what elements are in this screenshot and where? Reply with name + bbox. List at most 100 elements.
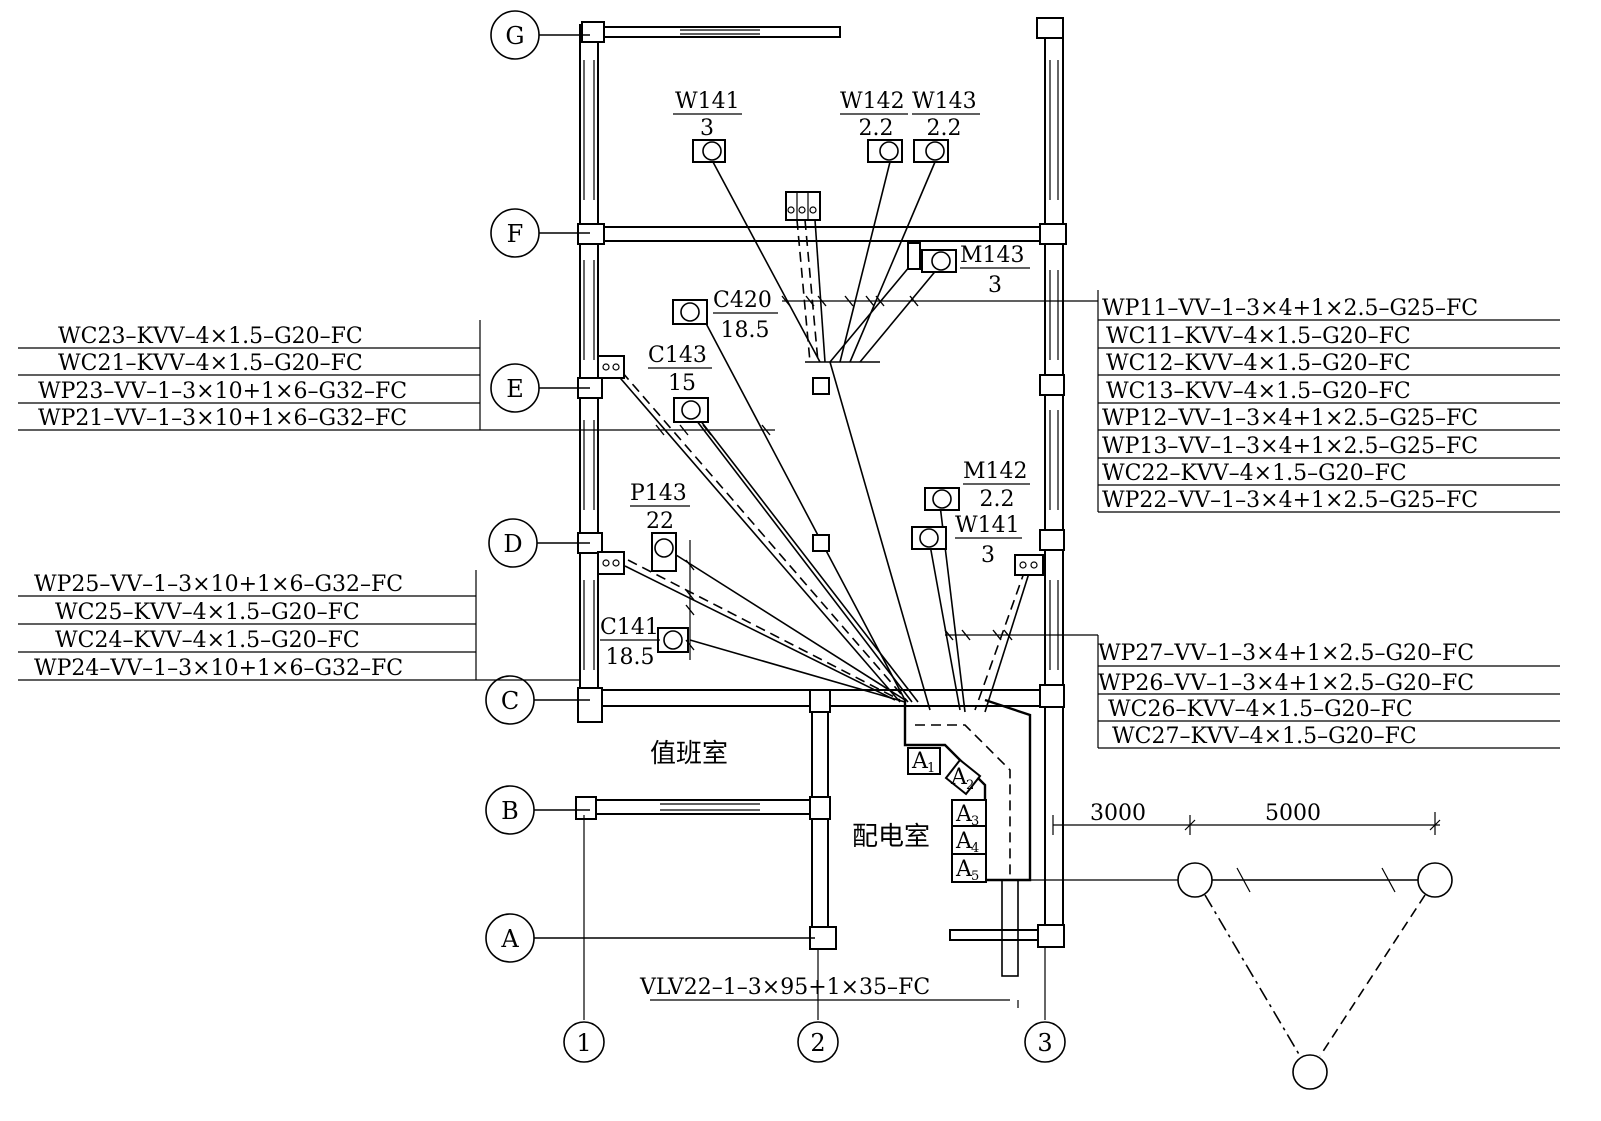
- svg-text:W141: W141: [675, 89, 740, 114]
- cable-wp12: WP12–VV–1–3×4+1×2.5–G25–FC: [1102, 406, 1478, 431]
- svg-text:M143: M143: [960, 243, 1025, 268]
- junction-box-1: [812, 377, 830, 395]
- cable-table-right-upper: WP11–VV–1–3×4+1×2.5–G25–FC WC11–KVV–4×1.…: [1097, 290, 1560, 513]
- cable-vlv22: VLV22–1–3×95+1×35–FC: [639, 975, 930, 1000]
- column-d3: [1039, 529, 1065, 551]
- cable-wc24: WC24–KVV–4×1.5–G20–FC: [55, 628, 360, 653]
- axis-row-e: E: [490, 363, 590, 413]
- svg-text:C141: C141: [600, 615, 659, 640]
- svg-text:2.2: 2.2: [927, 116, 962, 141]
- wall-row-a: [949, 929, 1051, 941]
- wall-axis-1: [579, 24, 599, 721]
- room-duty: 值班室: [650, 739, 728, 769]
- column-f3: [1039, 223, 1067, 245]
- cable-routes: [614, 161, 1032, 977]
- grounding-triangle: 3000 5000: [1052, 801, 1453, 1090]
- axis-label-d: D: [503, 530, 522, 558]
- svg-text:3: 3: [971, 814, 979, 829]
- cable-table-left-upper: WC23–KVV–4×1.5–G20–FC WC21–KVV–4×1.5–G20…: [18, 320, 600, 431]
- motor-w141-lower: W141 3: [911, 513, 1022, 568]
- svg-text:W142: W142: [840, 89, 905, 114]
- svg-text:P143: P143: [630, 481, 687, 506]
- room-distribution: 配电室: [852, 822, 930, 852]
- svg-text:2: 2: [966, 778, 974, 793]
- svg-text:3: 3: [700, 116, 714, 141]
- cable-wp22: WP22–VV–1–3×4+1×2.5–G25–FC: [1102, 488, 1478, 513]
- column-axes: 1 2 3: [563, 815, 1066, 1063]
- dimension-3000: 3000: [1090, 801, 1146, 826]
- motor-c420: C420 18.5: [672, 288, 778, 343]
- switch-m143: [907, 242, 921, 270]
- panel-a3: A 3: [951, 799, 987, 829]
- distribution-panels: A 1 A 2 A 3 A 4 A 5: [907, 747, 987, 884]
- switch-group-right: [1014, 554, 1044, 576]
- cable-wp21: WP21–VV–1–3×10+1×6–G32–FC: [38, 406, 407, 431]
- motor-p143: P143 22: [630, 481, 690, 572]
- svg-text:22: 22: [646, 509, 674, 534]
- column-f1: [577, 223, 605, 245]
- cable-wp27: WP27–VV–1–3×4+1×2.5–G20–FC: [1098, 641, 1474, 666]
- panel-a2: A 2: [944, 758, 982, 796]
- axis-label-a: A: [500, 925, 519, 953]
- svg-text:18.5: 18.5: [606, 645, 655, 670]
- column-e3: [1039, 374, 1065, 396]
- axis-col-2: 2: [797, 948, 839, 1063]
- axis-row-b: B: [485, 785, 590, 835]
- cable-wc27: WC27–KVV–4×1.5–G20–FC: [1112, 724, 1417, 749]
- column-b2: [809, 796, 831, 820]
- svg-text:C143: C143: [648, 343, 707, 368]
- svg-text:A: A: [955, 802, 973, 827]
- cable-table-right-lower: WP27–VV–1–3×4+1×2.5–G20–FC WP26–VV–1–3×4…: [1097, 635, 1560, 749]
- axis-label-c: C: [501, 687, 519, 715]
- svg-text:C420: C420: [713, 288, 772, 313]
- motor-c143: C143 15: [648, 343, 712, 423]
- svg-text:W143: W143: [912, 89, 977, 114]
- axis-col-3: 3: [1024, 946, 1066, 1063]
- svg-text:3: 3: [988, 273, 1002, 298]
- motor-w143: W143 2.2: [912, 89, 980, 163]
- axis-row-a: A: [485, 913, 815, 963]
- ground-electrode-3: [1292, 1054, 1328, 1090]
- cable-wp24: WP24–VV–1–3×10+1×6–G32–FC: [34, 656, 403, 681]
- column-g1: [581, 21, 605, 43]
- svg-text:18.5: 18.5: [721, 318, 770, 343]
- ground-electrode-2: [1417, 862, 1453, 898]
- switch-group-f: [785, 191, 821, 221]
- motor-c141: C141 18.5: [600, 615, 689, 670]
- svg-text:A: A: [955, 829, 973, 854]
- building-walls: [575, 17, 1067, 950]
- cable-wp11: WP11–VV–1–3×4+1×2.5–G25–FC: [1102, 296, 1478, 321]
- panel-a4: A 4: [951, 825, 987, 856]
- axis-label-g: G: [505, 22, 524, 50]
- axis-label-f: F: [507, 220, 524, 248]
- axis-label-3: 3: [1037, 1029, 1052, 1057]
- cable-wc11: WC11–KVV–4×1.5–G20–FC: [1106, 324, 1411, 349]
- cable-wc21: WC21–KVV–4×1.5–G20–FC: [58, 351, 363, 376]
- axis-label-b: B: [501, 797, 519, 825]
- svg-text:A: A: [911, 749, 929, 774]
- svg-text:2.2: 2.2: [980, 487, 1015, 512]
- cable-wp26: WP26–VV–1–3×4+1×2.5–G20–FC: [1098, 671, 1474, 696]
- incoming-cable-label: VLV22–1–3×95+1×35–FC: [639, 975, 1010, 1001]
- panel-a1: A 1: [907, 747, 941, 776]
- junction-box-2: [812, 534, 830, 552]
- wall-row-g: [589, 26, 841, 38]
- motor-m143: M143 3: [921, 243, 1030, 298]
- cable-wc12: WC12–KVV–4×1.5–G20–FC: [1106, 351, 1411, 376]
- panel-a5: A 5: [951, 853, 987, 884]
- column-a3: [1037, 924, 1065, 948]
- svg-text:M142: M142: [963, 459, 1028, 484]
- row-axes: G F E D C B A: [485, 10, 815, 963]
- axis-label-2: 2: [810, 1029, 825, 1057]
- svg-text:1: 1: [927, 761, 935, 776]
- cable-wc13: WC13–KVV–4×1.5–G20–FC: [1106, 379, 1411, 404]
- column-g3: [1036, 17, 1064, 39]
- svg-text:3: 3: [981, 543, 995, 568]
- cable-wc25: WC25–KVV–4×1.5–G20–FC: [55, 600, 360, 625]
- cable-wp23: WP23–VV–1–3×10+1×6–G32–FC: [38, 379, 407, 404]
- room-labels: 值班室 配电室: [650, 739, 930, 852]
- svg-text:W141: W141: [955, 513, 1020, 538]
- column-b1: [575, 796, 597, 820]
- ground-electrode-1: [1177, 862, 1213, 898]
